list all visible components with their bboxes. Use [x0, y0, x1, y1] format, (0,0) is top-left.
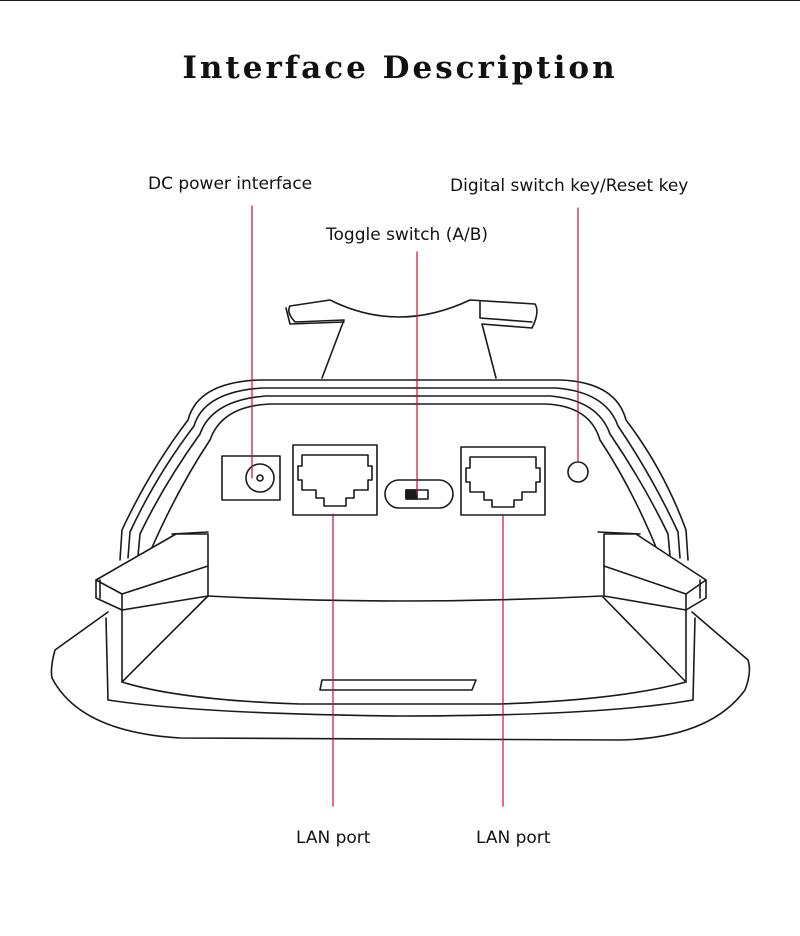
- page-title: Interface Description: [182, 50, 618, 86]
- vent-slot: [319, 679, 477, 691]
- lan-port-2: [460, 446, 546, 516]
- device-base: [50, 611, 751, 741]
- device-housing: [119, 379, 689, 561]
- toggle-switch-label: Toggle switch (A/B): [326, 225, 489, 245]
- right-side-block: [603, 533, 707, 611]
- lan-port-1: [292, 444, 378, 516]
- top-border-rule: [0, 0, 800, 1]
- left-side-block: [95, 533, 209, 611]
- toggle-switch: [384, 479, 454, 509]
- mounting-bracket: [285, 299, 538, 379]
- reset-key-label: Digital switch key/Reset key: [450, 176, 689, 196]
- lan-port-1-label: LAN port: [296, 828, 371, 848]
- reset-key: [567, 461, 589, 483]
- lan-port-2-label: LAN port: [476, 828, 551, 848]
- dc-power-jack: [221, 455, 281, 501]
- leader-lines: [251, 205, 579, 807]
- dc-power-interface-label: DC power interface: [148, 174, 313, 194]
